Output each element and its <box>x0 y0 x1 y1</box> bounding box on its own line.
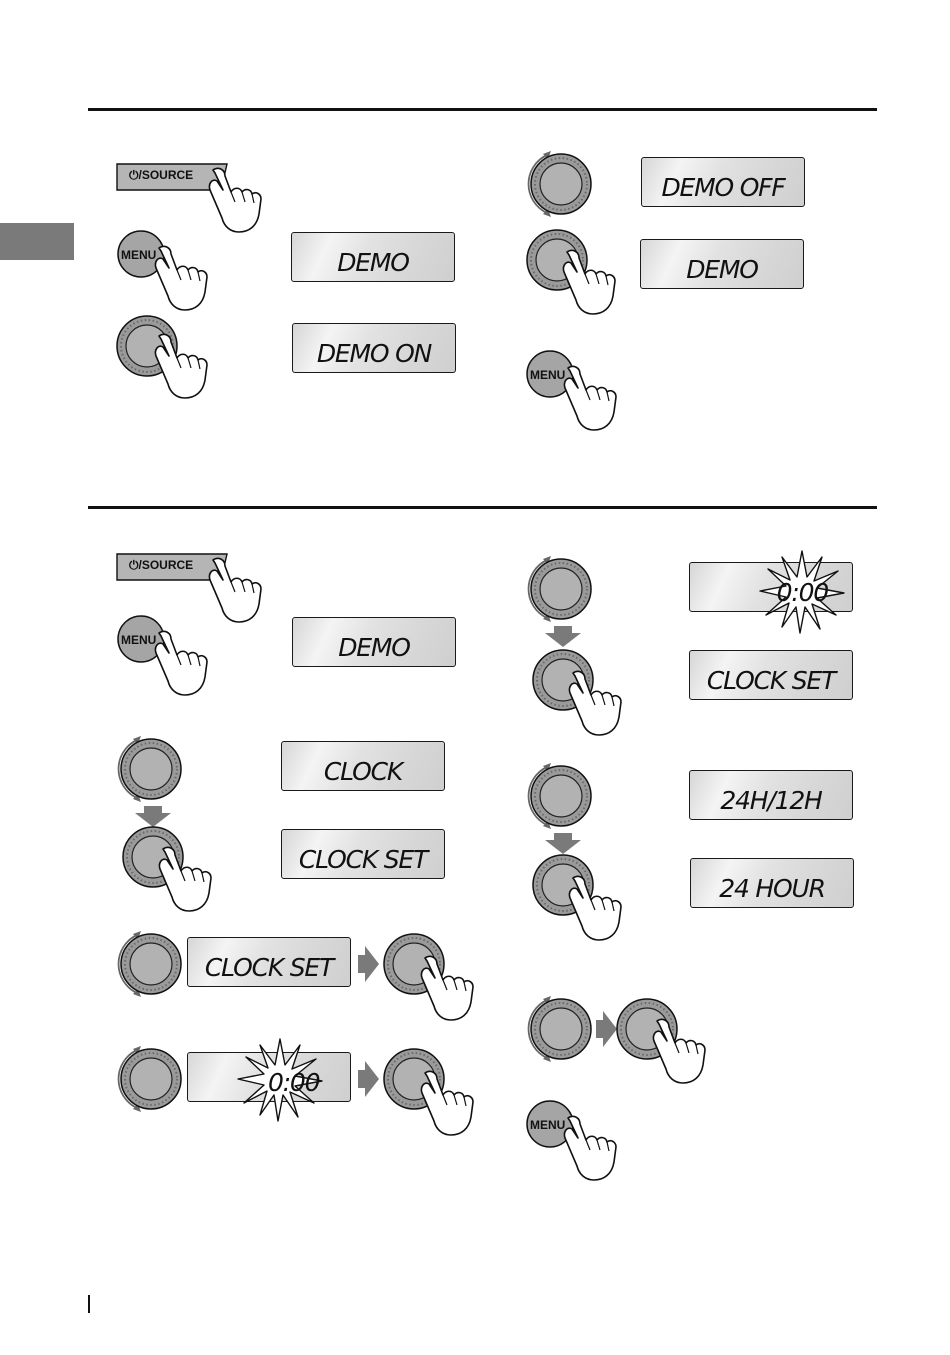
dial-rotate-press-figure <box>525 995 710 1070</box>
menu-button-figure: MENU <box>117 230 217 300</box>
lcd-text: 0:00 <box>268 1068 319 1097</box>
menu-button-figure: MENU <box>117 615 217 685</box>
lcd-display: 24H/12H <box>689 770 853 820</box>
section-divider-top <box>88 108 877 111</box>
source-button-figure: ⏻/SOURCE <box>115 160 265 220</box>
page-marker <box>88 1295 90 1313</box>
lcd-display: CLOCK SET <box>281 829 445 879</box>
section-tab <box>0 223 74 260</box>
lcd-text: DEMO <box>292 248 454 277</box>
lcd-text: 24H/12H <box>690 786 852 815</box>
arrow-press-figure <box>355 930 475 1005</box>
lcd-display: DEMO ON <box>292 323 456 373</box>
lcd-text: CLOCK <box>282 757 444 786</box>
lcd-display: DEMO OFF <box>641 157 805 207</box>
lcd-text: CLOCK SET <box>690 666 852 695</box>
lcd-display: CLOCK SET <box>689 650 853 700</box>
lcd-text: CLOCK SET <box>188 953 350 982</box>
source-button-label: ⏻/SOURCE <box>129 558 193 573</box>
lcd-display: CLOCK <box>281 741 445 791</box>
dial-press-figure <box>117 318 217 388</box>
menu-button-label: MENU <box>530 1118 565 1132</box>
dial-rotate-figure <box>525 150 595 220</box>
source-button-label: ⏻/SOURCE <box>129 168 193 183</box>
lcd-display-flashing: 0:00 <box>187 1052 351 1102</box>
lcd-display-flashing: 0:00 <box>689 562 853 612</box>
lcd-text: CLOCK SET <box>282 845 444 874</box>
lcd-text: DEMO <box>293 633 455 662</box>
lcd-text: 24 HOUR <box>691 874 853 903</box>
lcd-text: DEMO <box>641 255 803 284</box>
dial-press-figure <box>525 230 625 300</box>
lcd-display: CLOCK SET <box>187 937 351 987</box>
lcd-text: DEMO ON <box>293 339 455 368</box>
lcd-text: DEMO OFF <box>642 173 804 202</box>
dial-rotate-press-figure <box>525 555 635 720</box>
menu-button-label: MENU <box>121 633 156 647</box>
dial-rotate-figure <box>115 1045 185 1115</box>
dial-rotate-figure <box>115 930 185 1000</box>
menu-button-label: MENU <box>530 368 565 382</box>
lcd-display: DEMO <box>640 239 804 289</box>
lcd-text: 0:00 <box>777 578 828 607</box>
menu-button-figure: MENU <box>526 350 626 420</box>
lcd-display: DEMO <box>292 617 456 667</box>
menu-button-label: MENU <box>121 248 156 262</box>
section-divider-middle <box>88 506 877 509</box>
lcd-display: DEMO <box>291 232 455 282</box>
menu-button-figure: MENU <box>526 1100 626 1170</box>
dial-rotate-press-figure <box>525 760 635 925</box>
source-button-figure: ⏻/SOURCE <box>115 550 265 610</box>
arrow-press-figure <box>355 1045 475 1120</box>
lcd-display: 24 HOUR <box>690 858 854 908</box>
dial-rotate-press-figure <box>115 735 225 895</box>
